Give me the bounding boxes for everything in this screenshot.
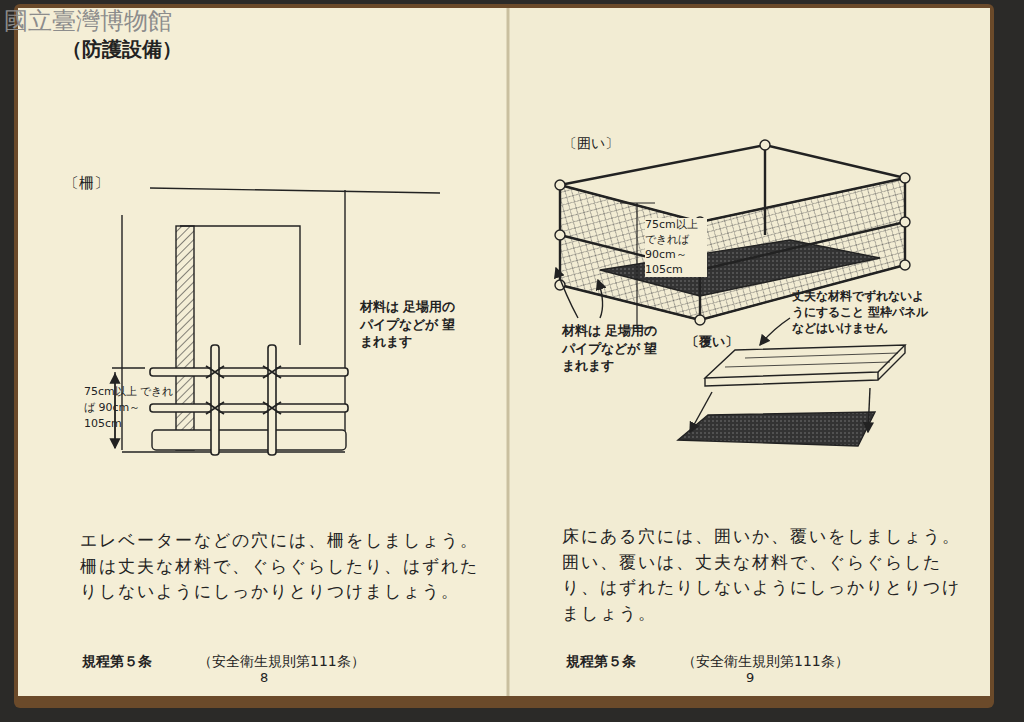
regulation-ref: 規程第５条 — [82, 652, 152, 670]
regulation-ref: 規程第５条 — [566, 652, 636, 670]
dimension-note: 75cm以上 できれば 90cm～105cm — [84, 384, 176, 432]
section-title: （防護設備） — [62, 36, 182, 62]
body-text: 床にある穴には、囲いか、覆いをしましょう。囲い、覆いは、丈夫な材料で、ぐらぐらし… — [562, 524, 962, 626]
book-pages — [14, 4, 994, 708]
material-note: 材料は 足場用の パイプなどが 望まれます — [360, 298, 460, 351]
figure-label: 〔囲い〕 — [563, 134, 619, 152]
dimension-note: 75cm以上 できれば 90cm～105cm — [645, 218, 707, 277]
page-number: 9 — [746, 670, 754, 687]
material-note: 材料は 足場用の パイプなどが 望まれます — [562, 322, 666, 375]
cover-illustration — [678, 318, 905, 446]
watermark: 國立臺灣博物館 — [4, 6, 172, 37]
figure-label: 〔柵〕 — [64, 174, 109, 194]
material-note: 丈夫な材料でずれないようにすること 型枠パネルなどはいけません — [792, 288, 930, 337]
page-number: 8 — [260, 670, 268, 687]
body-text: エレベーターなどの穴には、柵をしましょう。柵は丈夫な材料で、ぐらぐらしたり、はず… — [80, 528, 480, 605]
regulation-ref: （安全衛生規則第111条） — [682, 652, 849, 670]
figure-label: 〔覆い〕 — [686, 334, 738, 351]
regulation-ref: （安全衛生規則第111条） — [198, 652, 365, 670]
